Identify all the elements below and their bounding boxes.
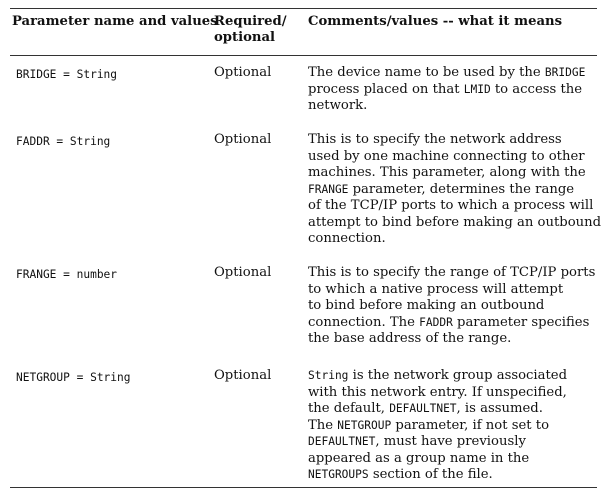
- code-term: FRANGE: [308, 182, 349, 196]
- comment-line: of the TCP/IP ports to which a process w…: [308, 198, 598, 215]
- comment-text: to bind before making an outbound: [308, 298, 545, 313]
- code-term: String: [308, 369, 349, 382]
- comment-line: connection.: [308, 231, 598, 248]
- comment-line: This is to specify the range of TCP/IP p…: [308, 265, 598, 282]
- comment-line: to which a native process will attempt: [308, 282, 598, 299]
- comment-text: This is to specify the range of TCP/IP p…: [308, 265, 596, 280]
- comment-line: appeared as a group name in the: [308, 451, 598, 468]
- comment-line: FRANGE parameter, determines the range: [308, 182, 598, 199]
- comment-line: with this network entry. If unspecified,: [308, 385, 598, 402]
- comment-line: the default, DEFAULTNET, is assumed.: [308, 401, 598, 418]
- comment-text: The device name to be used by the: [308, 65, 545, 80]
- comment-text: connection.: [308, 231, 386, 246]
- comment-line: This is to specify the network address: [308, 132, 598, 149]
- code-term: FADDR: [419, 315, 453, 329]
- comment-line: String is the network group associated: [308, 368, 598, 385]
- comment-text: network.: [308, 98, 368, 113]
- header-comments: Comments/values -- what it means: [308, 14, 563, 29]
- comment-line: to bind before making an outbound: [308, 298, 598, 315]
- comment-text: section of the file.: [368, 467, 493, 482]
- comment-line: the base address of the range.: [308, 331, 598, 348]
- comment-text: This is to specify the network address: [308, 132, 562, 147]
- comment-line: NETGROUPS section of the file.: [308, 467, 598, 484]
- comment-line: used by one machine connecting to other: [308, 149, 598, 166]
- comment-cell: The device name to be used by the BRIDGE…: [308, 65, 598, 115]
- header-required: Required/ optional: [214, 14, 287, 46]
- comment-text: used by one machine connecting to other: [308, 148, 585, 164]
- required-cell: Optional: [214, 65, 272, 80]
- comment-text: to access the: [490, 81, 583, 97]
- comment-text: parameter, determines the range: [348, 181, 575, 197]
- comment-text: , is assumed.: [456, 401, 543, 416]
- comment-text: process placed on that: [308, 81, 464, 97]
- comment-text: with this network entry. If unspecified,: [308, 384, 567, 400]
- required-cell: Optional: [214, 368, 272, 383]
- comment-text: appeared as a group name in the: [308, 450, 530, 466]
- comment-text: the default,: [308, 401, 390, 416]
- comment-line: DEFAULTNET, must have previously: [308, 434, 598, 451]
- required-cell: Optional: [214, 265, 272, 280]
- param-cell: FRANGE = number: [16, 268, 118, 281]
- code-term: DEFAULTNET: [389, 402, 457, 415]
- comment-line: The NETGROUP parameter, if not set to: [308, 418, 598, 435]
- code-term: NETGROUPS: [308, 468, 369, 481]
- comment-text: to which a native process will attempt: [308, 281, 564, 297]
- comment-text: The: [308, 417, 338, 433]
- comment-line: machines. This parameter, along with the: [308, 165, 598, 182]
- comment-text: attempt to bind before making an outboun…: [308, 214, 602, 230]
- code-term: BRIDGE: [544, 66, 586, 79]
- code-term: DEFAULTNET: [308, 435, 376, 448]
- param-cell: FADDR = String: [16, 135, 111, 148]
- comment-text: the base address of the range.: [308, 331, 512, 346]
- required-cell: Optional: [214, 132, 272, 147]
- comment-line: attempt to bind before making an outboun…: [308, 214, 602, 232]
- header-required-line2: optional: [214, 30, 276, 45]
- code-term: NETGROUP: [337, 418, 392, 432]
- code-term: LMID: [463, 82, 491, 96]
- comment-text: , must have previously: [375, 434, 526, 449]
- comment-text: parameter specifies: [452, 314, 590, 330]
- comment-line: The device name to be used by the BRIDGE: [308, 65, 598, 82]
- comment-text: parameter, if not set to: [391, 417, 550, 433]
- header-rule: [10, 55, 597, 56]
- comment-cell: This is to specify the range of TCP/IP p…: [308, 265, 598, 348]
- comment-line: process placed on that LMID to access th…: [308, 82, 598, 99]
- param-cell: BRIDGE = String: [16, 68, 118, 81]
- header-parameter: Parameter name and values: [12, 14, 218, 29]
- comment-line: network.: [308, 98, 598, 115]
- comment-text: is the network group associated: [348, 368, 568, 383]
- table-bottom-rule: [10, 487, 597, 488]
- comment-line: connection. The FADDR parameter specifie…: [308, 315, 598, 332]
- header-required-line1: Required/: [214, 14, 287, 29]
- comment-text: connection. The: [308, 314, 420, 330]
- param-cell: NETGROUP = String: [16, 371, 131, 384]
- table-top-rule: [10, 8, 597, 9]
- comment-text: of the TCP/IP ports to which a process w…: [308, 198, 594, 213]
- comment-text: machines. This parameter, along with the: [308, 165, 586, 180]
